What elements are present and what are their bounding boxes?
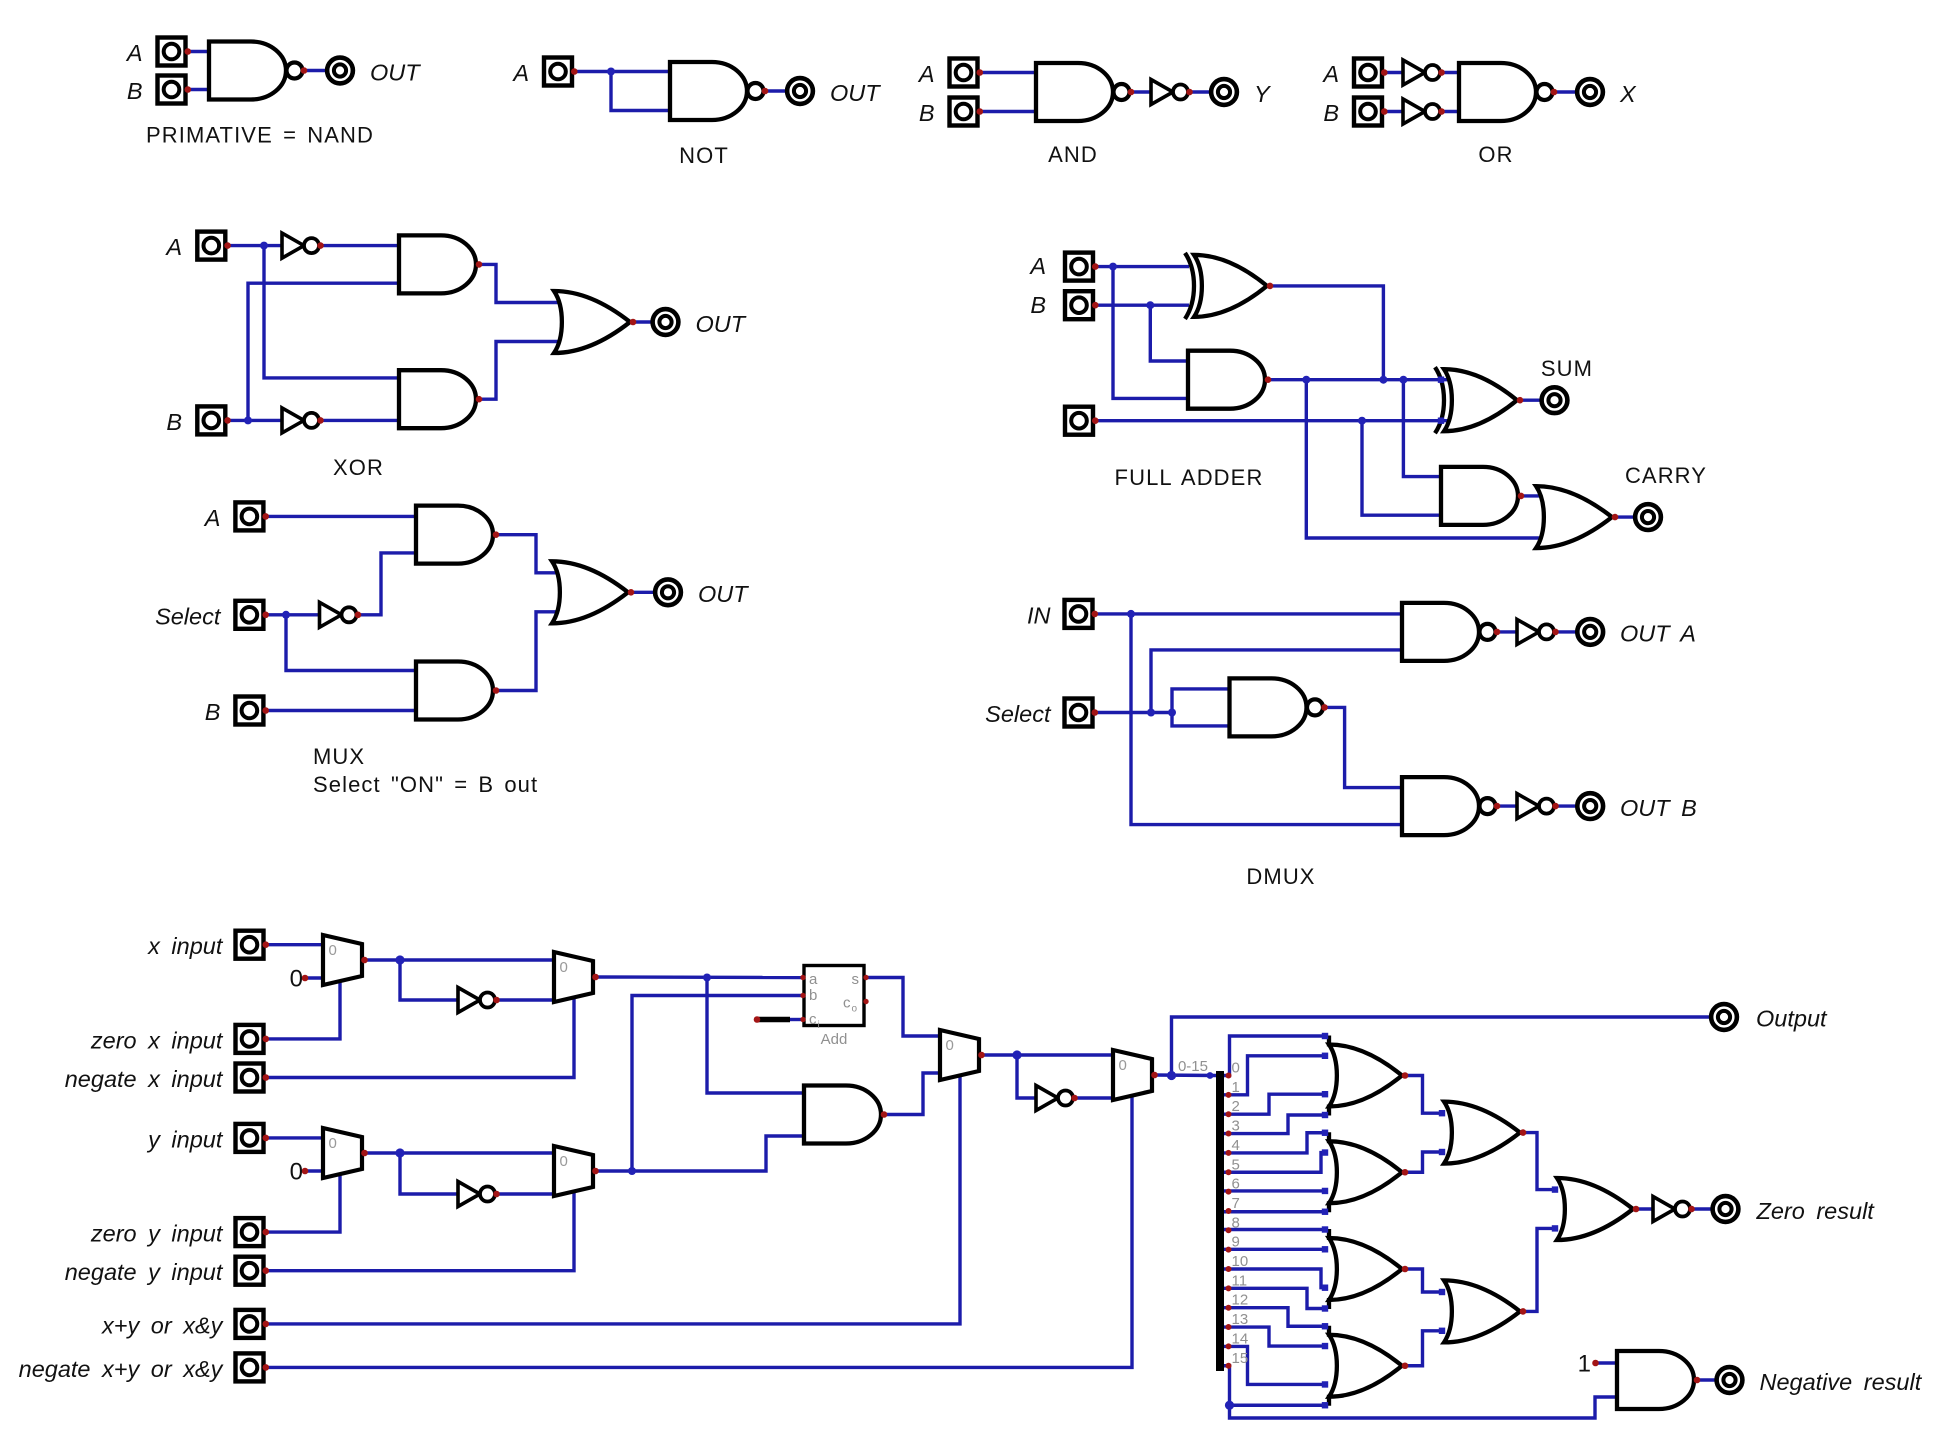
svg-text:0: 0 [329, 942, 337, 959]
svg-text:9: 9 [1232, 1234, 1240, 1251]
svg-text:Add: Add [821, 1031, 848, 1048]
svg-text:b: b [809, 987, 817, 1004]
svg-text:x+y or x&y: x+y or x&y [101, 1312, 224, 1338]
svg-text:OUT: OUT [696, 311, 747, 337]
svg-text:B: B [166, 409, 182, 435]
svg-text:OUT A: OUT A [1620, 621, 1696, 647]
svg-text:0: 0 [1119, 1057, 1127, 1074]
svg-text:4: 4 [1232, 1137, 1240, 1154]
svg-text:NOT: NOT [679, 143, 729, 168]
svg-text:0: 0 [290, 966, 303, 993]
svg-text:Select "ON" = B out: Select "ON" = B out [313, 772, 538, 797]
svg-text:OR: OR [1478, 142, 1513, 167]
svg-text:XOR: XOR [333, 455, 384, 480]
svg-text:0: 0 [290, 1159, 303, 1186]
svg-text:11: 11 [1232, 1272, 1248, 1289]
svg-text:negate x+y or x&y: negate x+y or x&y [19, 1356, 224, 1382]
svg-text:DMUX: DMUX [1246, 864, 1315, 889]
svg-text:0: 0 [946, 1037, 954, 1054]
svg-text:7: 7 [1232, 1195, 1240, 1212]
svg-text:A: A [1321, 61, 1339, 87]
svg-text:c: c [809, 1011, 817, 1028]
svg-text:OUT: OUT [698, 581, 749, 607]
svg-text:10: 10 [1232, 1253, 1249, 1270]
svg-text:SUM: SUM [1541, 356, 1593, 381]
svg-text:B: B [919, 100, 935, 126]
svg-text:B: B [1030, 292, 1046, 318]
svg-text:IN: IN [1027, 603, 1051, 629]
svg-text:0: 0 [560, 1153, 568, 1170]
svg-text:AND: AND [1048, 142, 1098, 167]
svg-text:y input: y input [146, 1126, 224, 1152]
svg-text:Select: Select [155, 604, 222, 630]
svg-text:a: a [809, 971, 818, 988]
svg-text:X: X [1619, 81, 1637, 107]
svg-text:0: 0 [560, 959, 568, 976]
svg-text:OUT: OUT [370, 60, 421, 86]
svg-text:B: B [205, 699, 221, 725]
svg-text:1: 1 [1232, 1079, 1240, 1096]
svg-text:1: 1 [1578, 1351, 1591, 1378]
svg-text:OUT B: OUT B [1620, 795, 1697, 821]
svg-text:6: 6 [1232, 1176, 1240, 1193]
svg-text:Output: Output [1756, 1006, 1828, 1032]
svg-text:A: A [203, 505, 221, 531]
svg-text:12: 12 [1232, 1292, 1249, 1309]
svg-text:0: 0 [1232, 1060, 1240, 1077]
svg-text:x input: x input [147, 933, 224, 959]
svg-text:c: c [843, 995, 851, 1012]
svg-text:PRIMATIVE = NAND: PRIMATIVE = NAND [146, 123, 374, 148]
svg-text:B: B [127, 78, 143, 104]
svg-text:13: 13 [1232, 1311, 1249, 1328]
svg-text:15: 15 [1232, 1350, 1249, 1367]
svg-text:i: i [818, 1020, 820, 1031]
svg-text:negate y input: negate y input [65, 1259, 224, 1285]
svg-text:Select: Select [985, 701, 1052, 727]
svg-text:3: 3 [1232, 1118, 1240, 1135]
svg-text:5: 5 [1232, 1156, 1240, 1173]
svg-text:A: A [125, 40, 143, 66]
svg-text:2: 2 [1232, 1098, 1240, 1115]
svg-text:A: A [511, 60, 529, 86]
svg-text:zero y input: zero y input [90, 1221, 224, 1247]
svg-text:0-15: 0-15 [1178, 1058, 1208, 1075]
svg-text:8: 8 [1232, 1214, 1240, 1231]
svg-text:14: 14 [1232, 1330, 1249, 1347]
svg-text:Y: Y [1254, 81, 1272, 107]
svg-text:OUT: OUT [830, 80, 881, 106]
svg-text:0: 0 [329, 1135, 337, 1152]
svg-text:FULL ADDER: FULL ADDER [1115, 465, 1264, 490]
svg-text:A: A [164, 234, 182, 260]
svg-text:A: A [917, 61, 935, 87]
svg-text:Zero result: Zero result [1756, 1198, 1876, 1224]
svg-text:B: B [1323, 100, 1339, 126]
svg-text:Negative result: Negative result [1760, 1369, 1923, 1395]
svg-text:zero x input: zero x input [90, 1027, 224, 1053]
svg-text:MUX: MUX [313, 744, 365, 769]
svg-text:o: o [852, 1004, 858, 1015]
svg-text:s: s [852, 971, 860, 988]
svg-text:CARRY: CARRY [1625, 463, 1707, 488]
svg-text:negate x input: negate x input [65, 1066, 224, 1092]
svg-text:A: A [1028, 253, 1046, 279]
